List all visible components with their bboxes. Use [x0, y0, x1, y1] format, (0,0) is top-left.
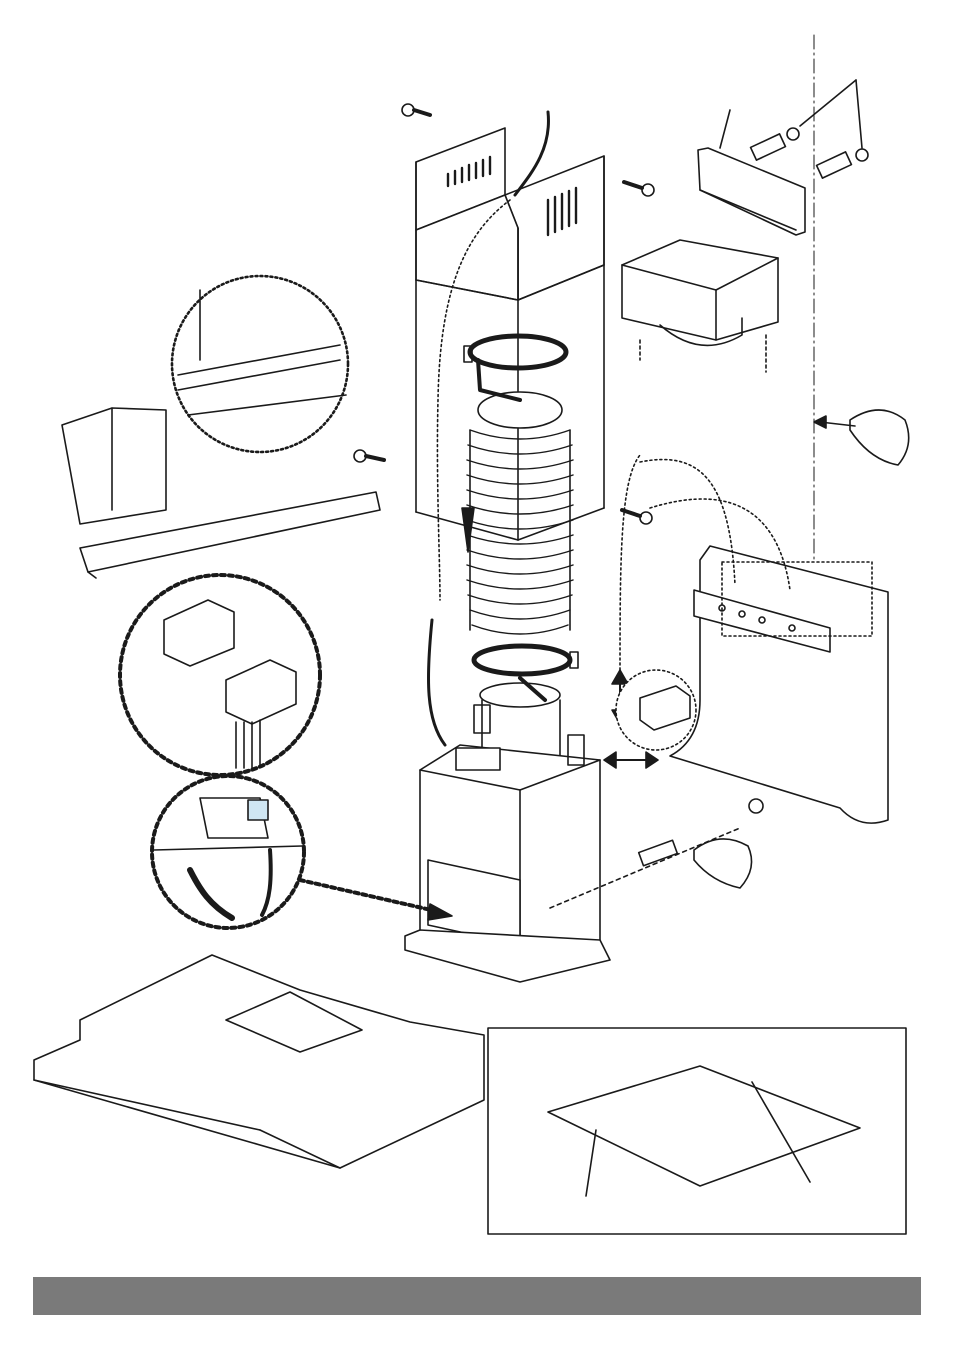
hose-clamp-upper — [464, 336, 566, 400]
power-cable-lower — [428, 620, 445, 745]
connection-arrow — [300, 880, 440, 912]
guide-arrow-dotted — [620, 455, 640, 680]
connector-plug-detail — [120, 575, 320, 775]
flexible-duct-hose — [467, 392, 573, 634]
drill-mark — [749, 799, 763, 813]
duct-adapter-box — [622, 240, 778, 372]
wall-plug-side — [639, 840, 678, 865]
wiring-terminal-detail — [152, 776, 304, 928]
mark-arrow — [814, 416, 826, 428]
direction-arrow-down — [462, 508, 474, 552]
wall-plug-top — [751, 80, 868, 178]
rail-clip-detail — [172, 276, 348, 452]
hood-canopy — [34, 955, 484, 1168]
bracket-screw-detail — [616, 670, 696, 750]
ceiling-mount-inset — [488, 1028, 906, 1234]
footer-bar — [33, 1277, 921, 1315]
wall-bracket — [670, 546, 888, 823]
hose-clamp-lower — [474, 646, 578, 700]
